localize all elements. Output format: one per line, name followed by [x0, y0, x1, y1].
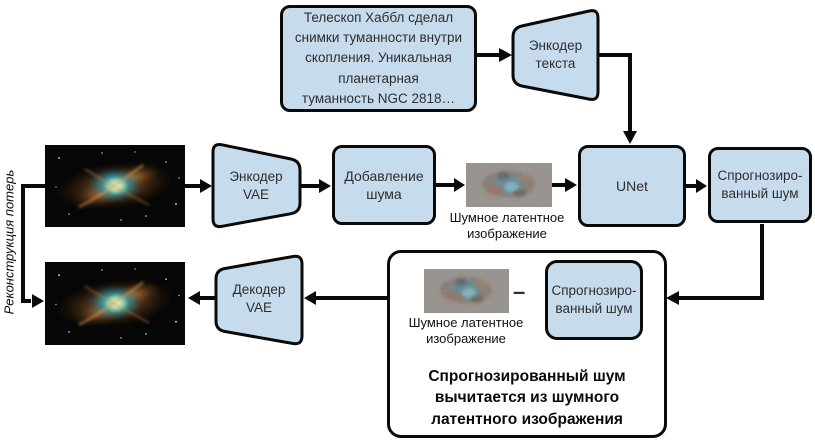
- predicted-noise-box: Спрогнозиро- ванный шум: [708, 147, 812, 223]
- subtract-latent-image: [424, 269, 509, 313]
- nebula-image-output: [45, 262, 185, 345]
- prompt-text: Телескоп Хаббл сделал снимки туманности …: [294, 9, 463, 106]
- predicted-noise-label: Спрогнозиро- ванный шум: [717, 168, 803, 201]
- nebula-image-input: [45, 145, 185, 227]
- arrowhead-right-3: [319, 179, 331, 193]
- arrow-text-encoder-to-unet: [598, 53, 632, 132]
- noisy-latent-caption: Шумное латентное изображение: [449, 210, 565, 241]
- arrow-predicted-noise-to-subtract-panel: [678, 224, 764, 300]
- vae-decoder-label: Декодер VAE: [232, 282, 286, 315]
- arrowhead-left-subtract: [666, 291, 679, 305]
- arrowhead-left-image: [188, 291, 200, 305]
- subtract-note: Спрогнозированный шум вычитается из шумн…: [428, 368, 626, 428]
- arrowhead-right-5: [565, 178, 577, 192]
- text-encoder-label: Энкодер текста: [528, 38, 583, 71]
- arrowhead-right-1: [499, 48, 512, 62]
- subtract-latent-caption: Шумное латентное изображение: [408, 315, 524, 346]
- subtract-predicted-noise-box: Спрогнозиро- ванный шум: [545, 260, 643, 340]
- arrowhead-right-loss: [32, 294, 44, 308]
- vae-encoder-label: Энкодер VAE: [229, 169, 283, 202]
- minus-sign: –: [513, 279, 526, 304]
- noisy-latent-image: [466, 163, 552, 207]
- unet-box: UNet: [578, 145, 686, 227]
- arrowhead-down-unet: [623, 131, 637, 144]
- add-noise-box: Добавление шума: [332, 145, 436, 225]
- arrowhead-right-4: [454, 178, 465, 192]
- arrowhead-left-decoder: [304, 291, 316, 305]
- reconstruction-loss-connector: [21, 184, 45, 303]
- add-noise-label: Добавление шума: [344, 167, 424, 202]
- subtract-predicted-noise-label: Спрогнозиро- ванный шум: [551, 283, 637, 316]
- unet-label: UNet: [616, 177, 648, 194]
- reconstruction-loss-label: Реконструкция потерь: [1, 169, 17, 315]
- arrowhead-right-6: [696, 179, 707, 193]
- prompt-box: Телескоп Хаббл сделал снимки туманности …: [280, 5, 477, 112]
